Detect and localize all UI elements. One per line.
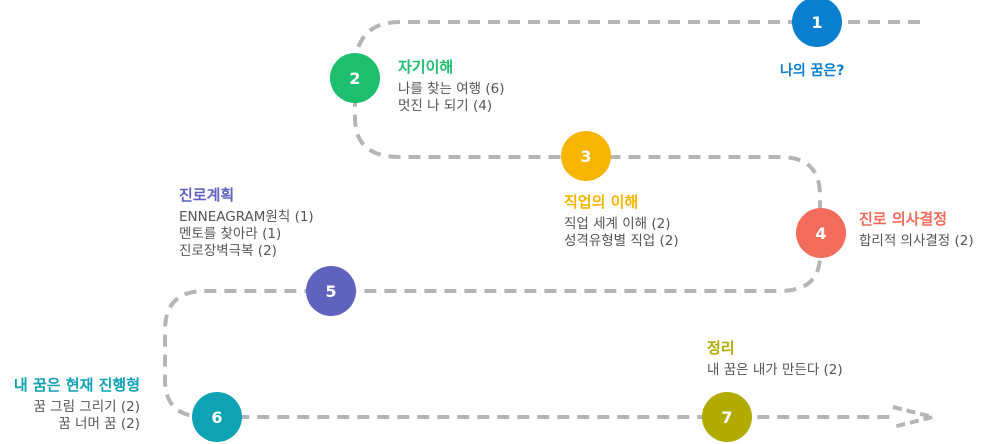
step-2-node: 2 <box>330 53 380 103</box>
step-7-node: 7 <box>702 392 752 442</box>
step-5-block: 진로계획 ENNEAGRAM원칙 (1) 멘토를 찾아라 (1) 진로장벽극복 … <box>179 185 314 260</box>
path-segment <box>163 20 920 419</box>
step-6-node: 6 <box>192 392 242 442</box>
step-1-title: 나의 꿈은? <box>780 63 845 79</box>
step-6-block: 내 꿈은 현재 진행형 꿈 그림 그리기 (2) 꿈 너머 꿈 (2) <box>14 375 140 433</box>
step-4-title: 진로 의사결정 <box>859 210 948 228</box>
step-7-item: 내 꿈은 내가 만든다 (2) <box>707 362 843 378</box>
step-3-item: 성격유형별 직업 (2) <box>564 233 679 249</box>
step-4-item: 합리적 의사결정 (2) <box>859 233 974 249</box>
step-1-node: 1 <box>792 0 842 47</box>
step-4-node: 4 <box>796 208 846 258</box>
step-1-block: 나의 꿈은? <box>780 61 845 85</box>
step-4-items: 합리적 의사결정 (2) <box>859 233 974 250</box>
step-2-block: 자기이해 나를 찾는 여행 (6) 멋진 나 되기 (4) <box>398 57 505 115</box>
step-5-item: ENNEAGRAM원칙 (1) <box>179 209 314 225</box>
step-5-node: 5 <box>306 266 356 316</box>
step-5-title: 진로계획 <box>179 186 235 204</box>
step-3-items: 직업 세계 이해 (2) 성격유형별 직업 (2) <box>564 216 679 250</box>
step-3-block: 직업의 이해 직업 세계 이해 (2) 성격유형별 직업 (2) <box>564 192 679 250</box>
step-6-item: 꿈 그림 그리기 (2) <box>33 399 140 415</box>
step-3-node: 3 <box>561 131 611 181</box>
step-6-title: 내 꿈은 현재 진행형 <box>13 376 140 394</box>
step-3-item: 직업 세계 이해 (2) <box>564 216 671 232</box>
step-3-title: 직업의 이해 <box>564 193 639 211</box>
step-5-item: 진로장벽극복 (2) <box>179 243 277 259</box>
step-6-items: 꿈 그림 그리기 (2) 꿈 너머 꿈 (2) <box>14 399 140 433</box>
step-2-title: 자기이해 <box>398 58 454 76</box>
step-7-block: 정리 내 꿈은 내가 만든다 (2) <box>707 338 843 379</box>
step-2-items: 나를 찾는 여행 (6) 멋진 나 되기 (4) <box>398 81 505 115</box>
step-2-item: 멋진 나 되기 (4) <box>398 98 493 114</box>
step-4-block: 진로 의사결정 합리적 의사결정 (2) <box>859 209 974 250</box>
step-5-item: 멘토를 찾아라 (1) <box>179 226 282 242</box>
step-5-items: ENNEAGRAM원칙 (1) 멘토를 찾아라 (1) 진로장벽극복 (2) <box>179 209 314 260</box>
step-7-items: 내 꿈은 내가 만든다 (2) <box>707 362 843 379</box>
step-2-item: 나를 찾는 여행 (6) <box>398 81 505 97</box>
step-7-title: 정리 <box>707 339 735 357</box>
step-6-item: 꿈 너머 꿈 (2) <box>58 416 140 432</box>
arrow-head-icon <box>892 405 934 429</box>
